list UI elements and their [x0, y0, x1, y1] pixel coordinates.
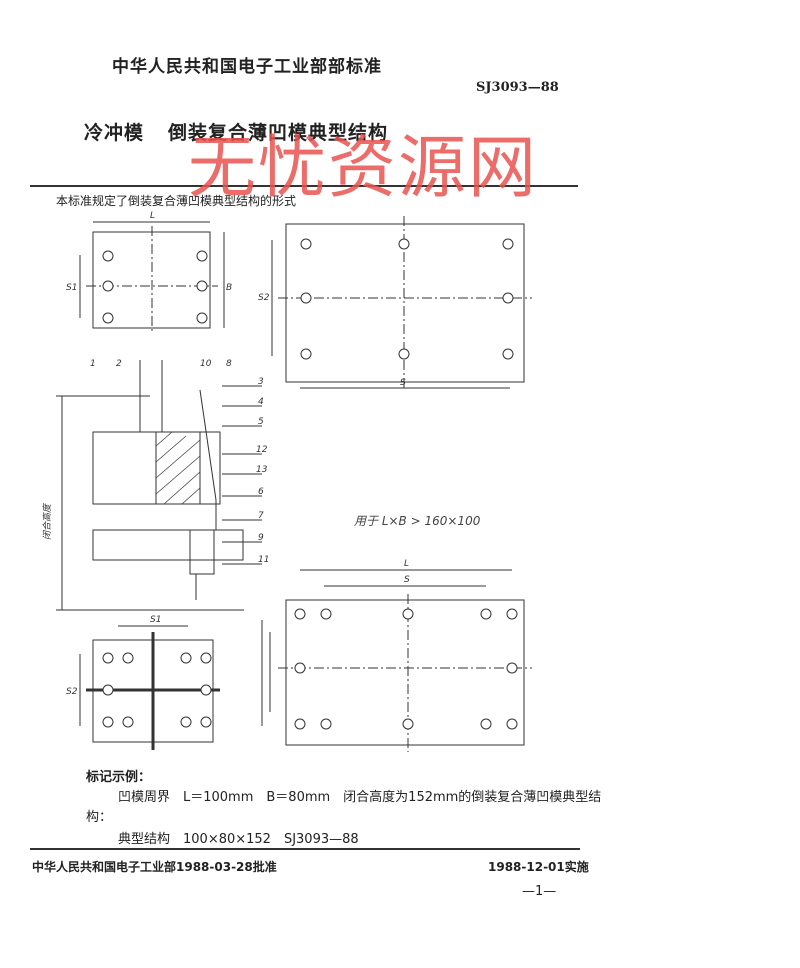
- dim-label-S-bottom: S: [404, 575, 410, 585]
- marking-example-line: 构：: [86, 810, 113, 825]
- part-number: 7: [258, 511, 264, 521]
- part-number: 5: [258, 417, 264, 427]
- dim-label-B: B: [226, 283, 232, 293]
- top-rule: [30, 185, 578, 187]
- part-number: 2: [116, 359, 122, 369]
- approval-date: 中华人民共和国电子工业部1988-03-28批准: [32, 860, 277, 874]
- dim-label-S2-bottom: S2: [66, 687, 78, 697]
- effective-date: 1988-12-01实施: [488, 860, 589, 874]
- bottom-rule: [30, 848, 580, 850]
- part-number: 10: [200, 359, 212, 369]
- standard-code: SJ3093—88: [476, 80, 559, 95]
- part-number: 1: [90, 359, 96, 369]
- marking-example-line: 典型结构 100×80×152 SJ3093—88: [118, 832, 359, 847]
- section-lower-block: [92, 529, 244, 561]
- dim-label-S-right: S: [400, 378, 406, 388]
- dim-label-S1-bottom: S1: [150, 615, 161, 625]
- title-part-1: 冷冲模: [84, 122, 145, 144]
- part-number: 8: [226, 359, 232, 369]
- title-part-2: 倒装复合薄凹模典型结构: [168, 122, 389, 144]
- document-title: 冷冲模 倒装复合薄凹模典型结构: [84, 118, 388, 145]
- part-number: 9: [258, 533, 264, 543]
- size-note: 用于 L×B > 160×100: [354, 514, 481, 528]
- dim-label-L-top: L: [150, 211, 155, 221]
- dim-label-S2-right: S2: [258, 293, 270, 303]
- part-number: 6: [258, 487, 264, 497]
- marking-example-line: 凹模周界 L＝100mm B＝80mm 闭合高度为152mm的倒装复合薄凹模典型…: [118, 790, 602, 805]
- dim-label-L-bottom: L: [404, 559, 409, 569]
- intro-text: 本标准规定了倒装复合薄凹模典型结构的形式: [56, 194, 297, 208]
- plan-view-bottom-right: [285, 599, 525, 746]
- part-number: 12: [256, 445, 268, 455]
- page-number: —1—: [522, 884, 557, 899]
- closed-height-label: 闭合高度: [42, 502, 53, 540]
- plan-view-top-right: [285, 223, 525, 383]
- marking-example-heading: 标记示例：: [86, 770, 152, 785]
- part-number: 3: [258, 377, 264, 387]
- watermark-text: 无忧资源网: [188, 129, 539, 208]
- part-number: 4: [258, 397, 264, 407]
- dim-label-S1: S1: [66, 283, 77, 293]
- standard-organization: 中华人民共和国电子工业部部标准: [112, 57, 382, 77]
- part-number: 13: [256, 465, 268, 475]
- part-number: 11: [258, 555, 269, 565]
